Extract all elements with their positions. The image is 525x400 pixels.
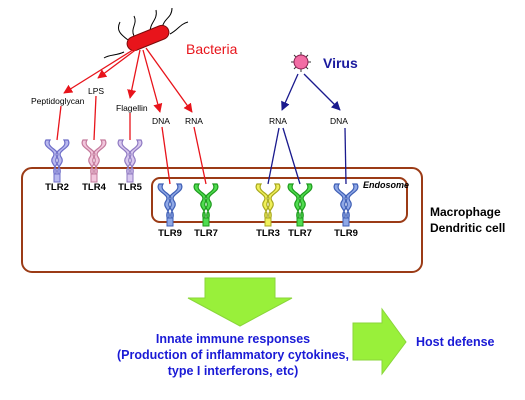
response-line-3: type I interferons, etc) <box>168 364 299 378</box>
arrow-bacteria-flagellin <box>127 49 141 99</box>
response-arrow <box>187 277 293 327</box>
bacteria-icon <box>103 7 189 59</box>
receptor-stem <box>202 217 210 227</box>
receptor-label: TLR2 <box>45 182 69 193</box>
cell-membrane <box>21 167 423 273</box>
endosome-compartment <box>151 177 408 223</box>
outcome-label: Host defense <box>416 335 495 349</box>
receptor-label: TLR4 <box>82 182 106 193</box>
outcome-arrow <box>352 307 407 376</box>
receptor-stem <box>53 173 61 183</box>
ligand-viral-rna: RNA <box>269 116 287 126</box>
virus-label: Virus <box>323 55 358 71</box>
receptor-label: TLR7 <box>194 228 218 239</box>
arrow-bacteria-rna <box>145 47 193 113</box>
ligand-peptidoglycan: Peptidoglycan <box>31 96 85 106</box>
receptor-label: TLR9 <box>334 228 358 239</box>
receptor-tlr9-7: TLR9 <box>333 183 359 239</box>
receptor-tlr4-1: TLR4 <box>81 139 107 193</box>
receptor-shape <box>255 183 281 221</box>
receptor-shape <box>193 183 219 221</box>
ligand-viral-dna: DNA <box>330 116 348 126</box>
receptor-label: TLR7 <box>288 228 312 239</box>
receptor-shape <box>117 139 143 177</box>
response-line-1: Innate immune responses <box>156 332 310 346</box>
receptor-tlr3-5: TLR3 <box>255 183 281 239</box>
cell-type-macrophage: Macrophage <box>430 205 501 219</box>
ligand-lps: LPS <box>88 86 104 96</box>
receptor-tlr7-6: TLR7 <box>287 183 313 239</box>
receptor-label: TLR9 <box>158 228 182 239</box>
arrow-bacteria-lps <box>97 47 139 79</box>
receptor-tlr5-2: TLR5 <box>117 139 143 193</box>
virus-icon <box>291 52 311 72</box>
receptor-tlr2-0: TLR2 <box>44 139 70 193</box>
receptor-shape <box>157 183 183 221</box>
ligand-flagellin: Flagellin <box>116 103 148 113</box>
receptor-shape <box>44 139 70 177</box>
arrow-bacteria-dna <box>142 49 163 113</box>
receptor-stem <box>342 217 350 227</box>
cell-type-dendritic: Dendritic cell <box>430 221 505 235</box>
receptor-shape <box>333 183 359 221</box>
receptor-shape <box>287 183 313 221</box>
receptor-label: TLR3 <box>256 228 280 239</box>
arrow-virus-dna <box>303 73 341 111</box>
receptor-tlr9-3: TLR9 <box>157 183 183 239</box>
endosome-label: Endosome <box>363 180 409 190</box>
arrow-virus-rna <box>281 73 299 111</box>
receptor-stem <box>166 217 174 227</box>
receptor-tlr7-4: TLR7 <box>193 183 219 239</box>
receptor-stem <box>126 173 134 183</box>
receptor-stem <box>264 217 272 227</box>
receptor-stem <box>90 173 98 183</box>
ligand-bacterial-dna: DNA <box>152 116 170 126</box>
bacteria-label: Bacteria <box>186 41 238 57</box>
response-line-2: (Production of inflammatory cytokines, <box>117 348 349 362</box>
receptor-label: TLR5 <box>118 182 142 193</box>
receptor-stem <box>296 217 304 227</box>
receptor-shape <box>81 139 107 177</box>
ligand-bacterial-rna: RNA <box>185 116 203 126</box>
